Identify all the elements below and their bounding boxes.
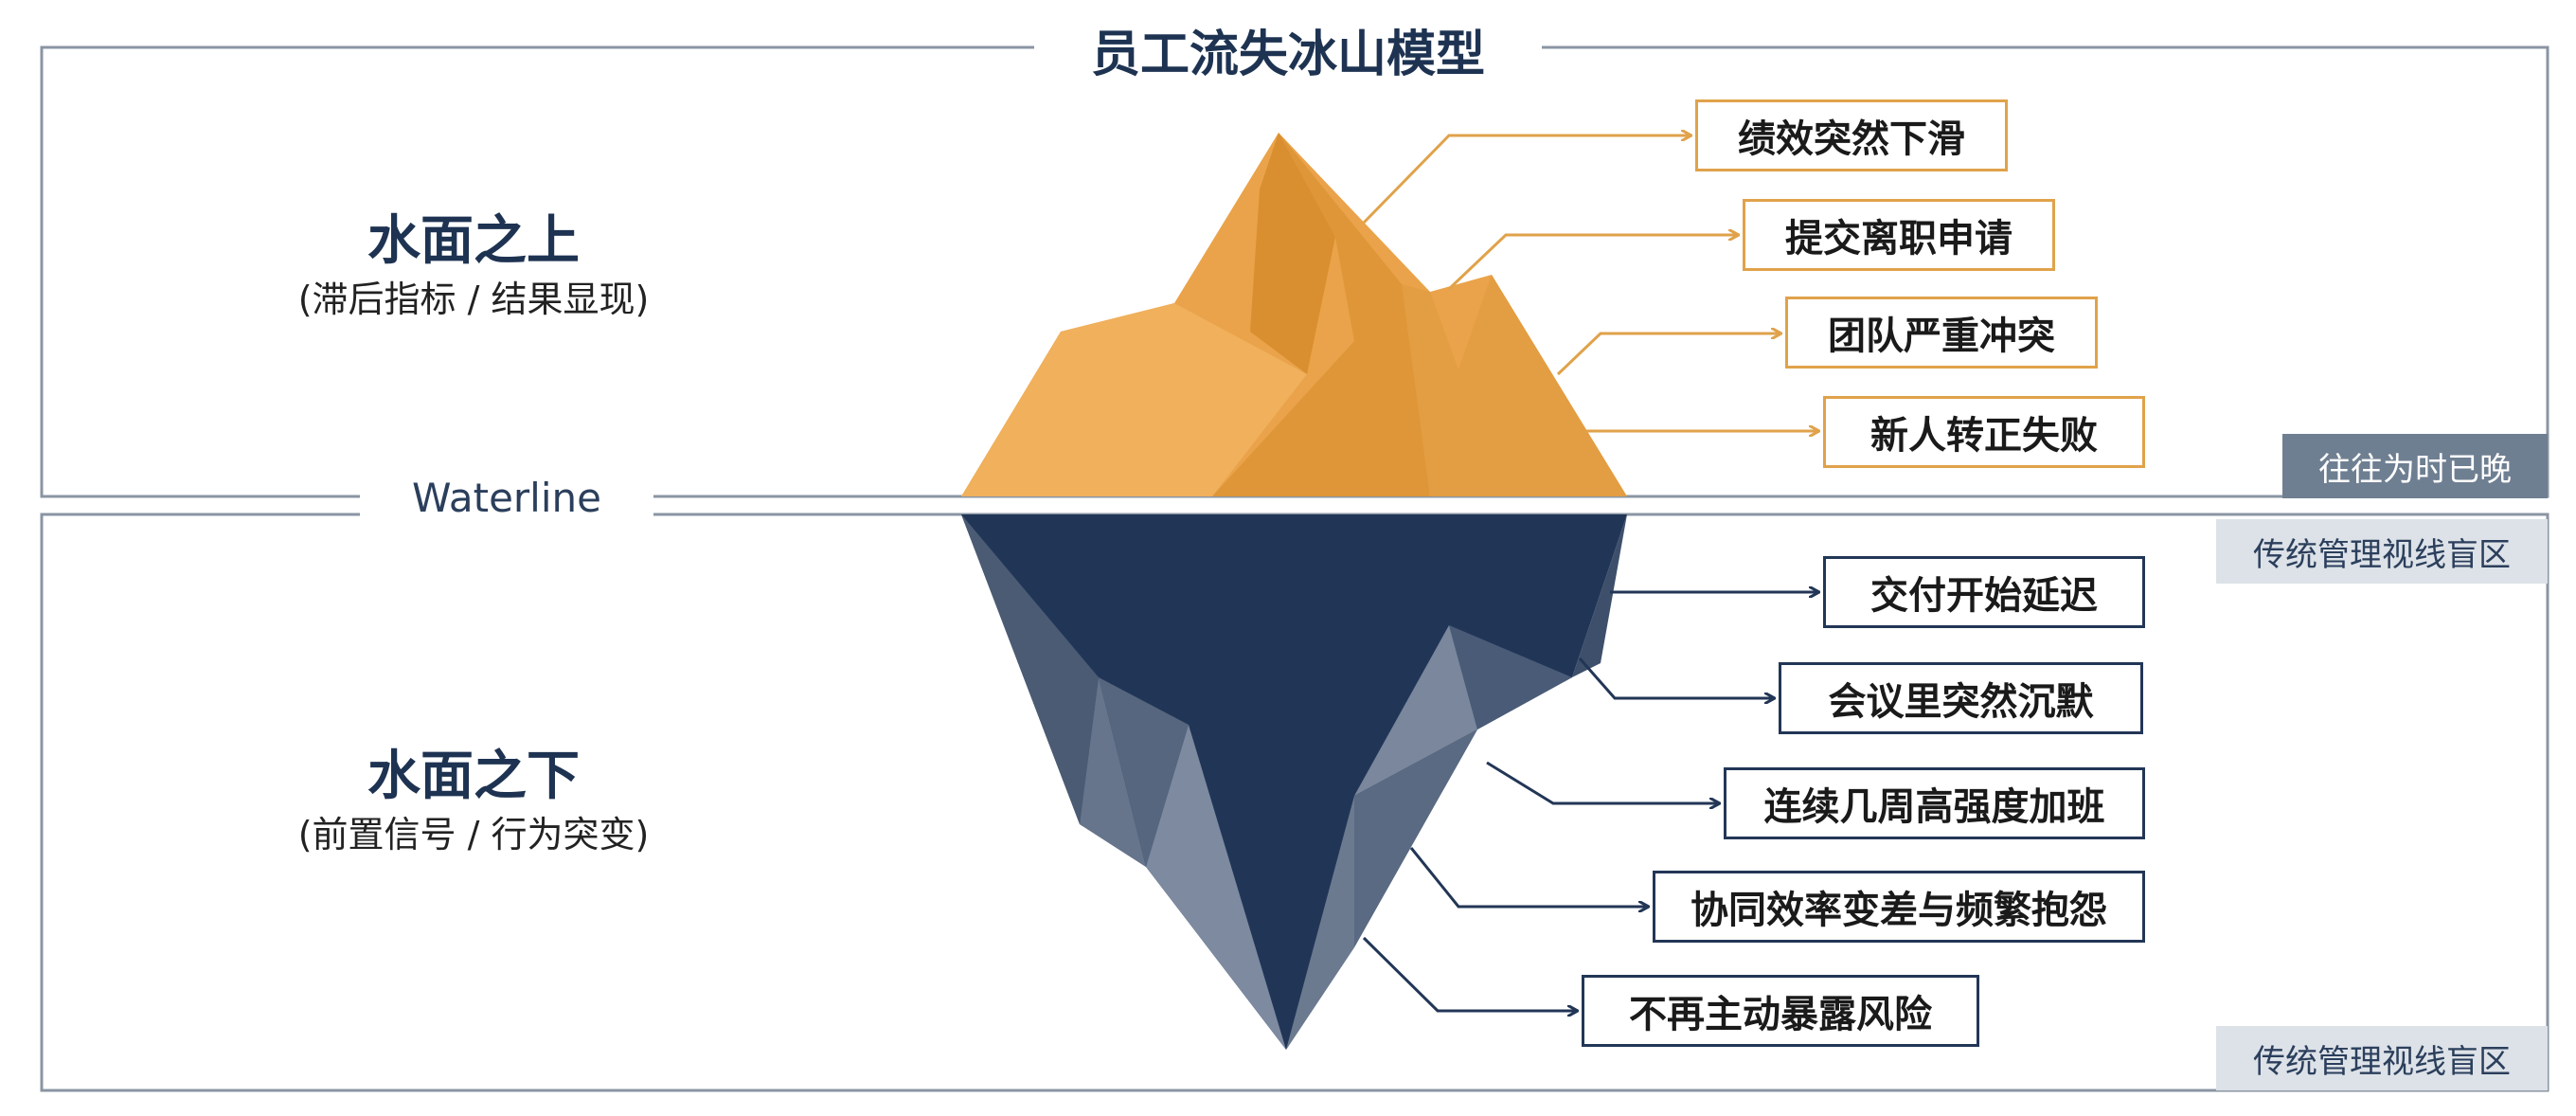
below-item: 协同效率变差与频繁抱怨	[1653, 871, 2145, 943]
too-late-tag: 往往为时已晚	[2282, 434, 2548, 498]
waterline-label: Waterline	[360, 468, 653, 527]
above-item: 提交离职申请	[1743, 199, 2055, 271]
connector-8	[1409, 847, 1648, 907]
above-item: 新人转正失败	[1823, 396, 2145, 468]
above-heading: 水面之上	[367, 210, 580, 272]
above-water-heading: 水面之上 (滞后指标 / 结果显现)	[208, 208, 739, 324]
connector-7	[1486, 761, 1719, 803]
iceberg-top	[961, 133, 1627, 496]
below-item: 会议里突然沉默	[1779, 662, 2143, 734]
below-water-heading: 水面之下 (前置信号 / 行为突变)	[208, 744, 739, 859]
connector-9	[1362, 936, 1577, 1011]
above-item: 团队严重冲突	[1785, 297, 2098, 369]
blind-zone-tag-top: 传统管理视线盲区	[2216, 519, 2548, 584]
iceberg-bottom	[961, 514, 1627, 1050]
connector-6	[1578, 657, 1774, 698]
connector-1	[1362, 135, 1690, 225]
below-item: 不再主动暴露风险	[1582, 975, 1979, 1047]
above-subheading: (滞后指标 / 结果显现)	[297, 279, 650, 320]
below-item: 交付开始延迟	[1823, 556, 2145, 628]
below-item: 连续几周高强度加班	[1724, 767, 2145, 839]
blind-zone-tag-bottom: 传统管理视线盲区	[2216, 1026, 2548, 1090]
below-subheading: (前置信号 / 行为突变)	[297, 814, 650, 855]
connector-2	[1447, 235, 1738, 291]
connector-3	[1556, 333, 1780, 376]
diagram-title: 员工流失冰山模型	[1034, 15, 1542, 83]
below-heading: 水面之下	[367, 746, 580, 807]
above-item: 绩效突然下滑	[1695, 99, 2008, 171]
